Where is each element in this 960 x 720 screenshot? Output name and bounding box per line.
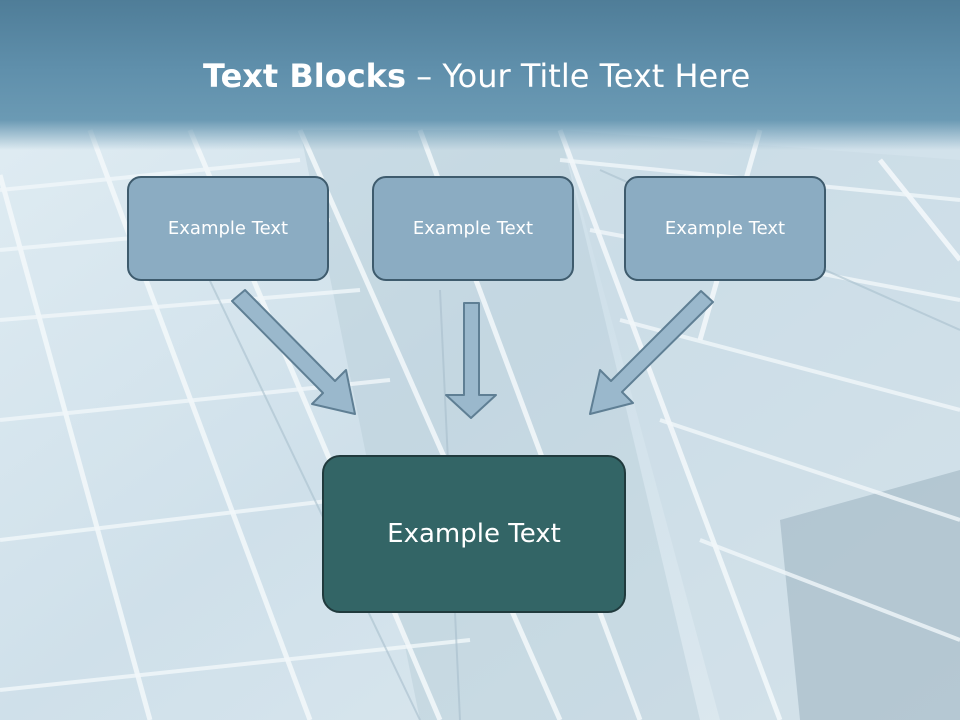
title-band: [0, 0, 960, 150]
text-box-1-label: Example Text: [167, 218, 289, 239]
title-rest-part: – Your Title Text Here: [406, 57, 751, 95]
text-box-2-label: Example Text: [412, 218, 534, 239]
text-box-3: Example Text: [624, 176, 826, 281]
arrow-center: [445, 302, 497, 419]
text-box-2: Example Text: [372, 176, 574, 281]
text-box-3-label: Example Text: [664, 218, 786, 239]
main-text-box: Example Text: [322, 455, 626, 613]
arrow-left: [231, 289, 356, 415]
title-bold-part: Text Blocks: [203, 57, 406, 95]
text-box-1: Example Text: [127, 176, 329, 281]
main-text-box-label: Example Text: [387, 519, 561, 549]
arrow-right: [589, 290, 714, 415]
slide-title: Text Blocks – Your Title Text Here: [203, 52, 750, 100]
